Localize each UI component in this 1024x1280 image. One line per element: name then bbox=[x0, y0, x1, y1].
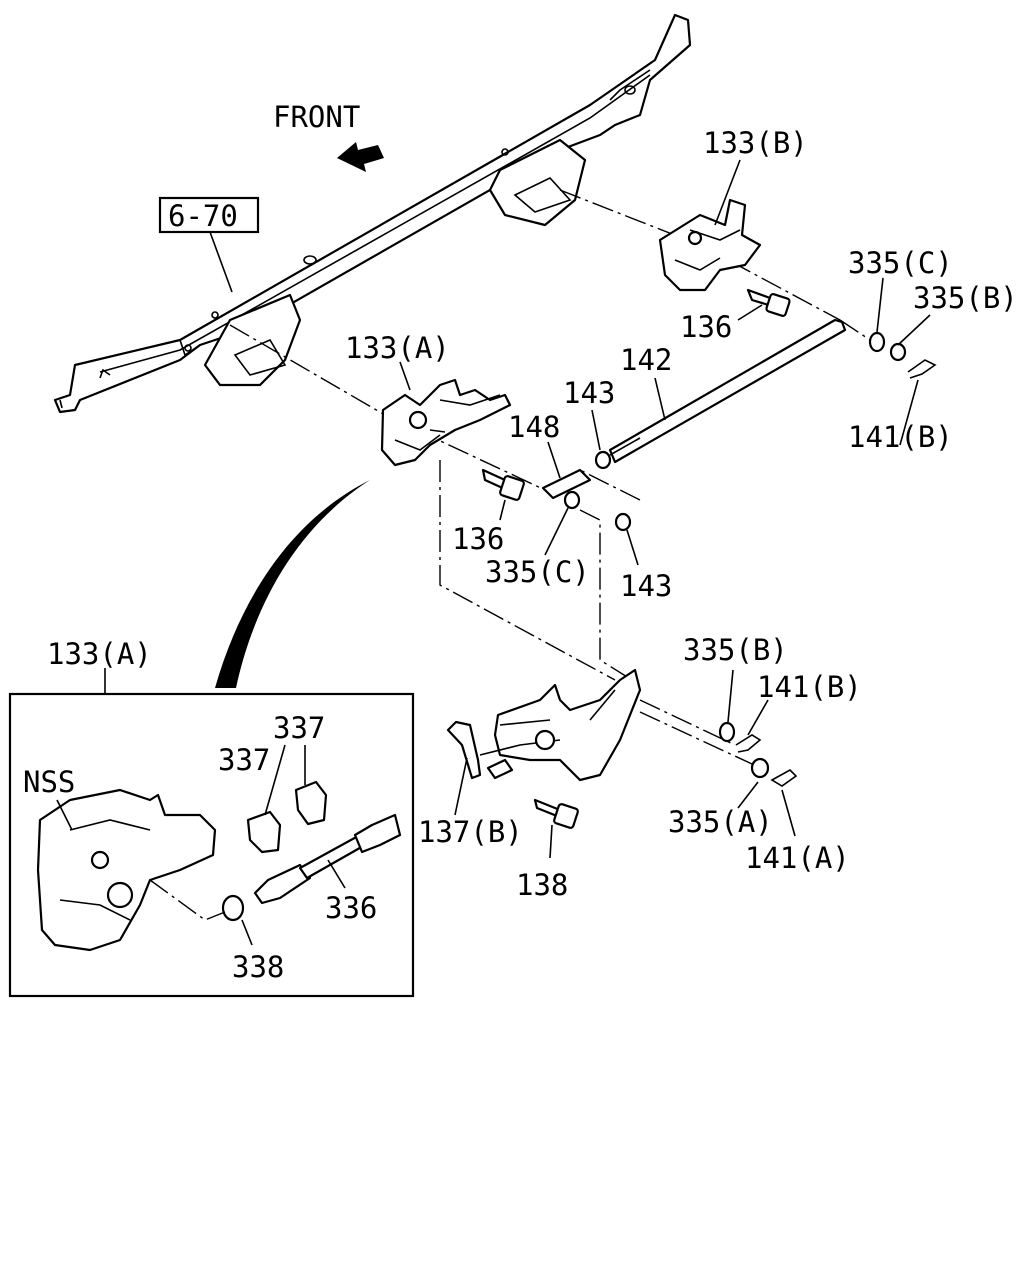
washer-335a bbox=[750, 757, 770, 779]
label-335a: 335(A) bbox=[668, 805, 773, 839]
bolt-136-top bbox=[746, 288, 791, 317]
label-133b: 133(B) bbox=[703, 126, 808, 160]
nut-143-b bbox=[614, 512, 632, 532]
detail-arrow bbox=[215, 480, 370, 688]
label-335b-top: 335(B) bbox=[913, 281, 1018, 315]
washer-338 bbox=[221, 894, 245, 922]
leader-lines bbox=[56, 159, 931, 946]
label-335c-mid: 335(C) bbox=[485, 555, 590, 589]
label-141b-low: 141(B) bbox=[757, 670, 862, 704]
sensor-336 bbox=[253, 813, 402, 905]
label-136-mid: 136 bbox=[452, 522, 504, 556]
washer-335c-mid bbox=[563, 490, 581, 510]
rod-142 bbox=[608, 318, 847, 464]
label-148: 148 bbox=[508, 410, 560, 444]
label-141b-top: 141(B) bbox=[848, 420, 953, 454]
label-143-a: 143 bbox=[563, 376, 615, 410]
label-143-b: 143 bbox=[620, 569, 672, 603]
label-337-b: 337 bbox=[218, 743, 270, 777]
pin-141b-low bbox=[735, 734, 762, 753]
washer-335b-low bbox=[718, 721, 736, 743]
bolt-136-mid bbox=[481, 468, 525, 501]
inset-bracket-133a bbox=[36, 788, 217, 952]
label-137b: 137(B) bbox=[418, 815, 523, 849]
label-138: 138 bbox=[516, 868, 568, 902]
front-label: FRONT bbox=[273, 100, 360, 134]
bracket-133b bbox=[658, 198, 762, 292]
front-arrow-icon bbox=[337, 142, 384, 172]
label-nss: NSS bbox=[23, 765, 75, 799]
label-133a-inset: 133(A) bbox=[47, 637, 152, 671]
part-labels: 133(B) 335(C) 335(B) 136 142 141(B) 133(… bbox=[23, 126, 1018, 984]
label-133a-main: 133(A) bbox=[345, 331, 450, 365]
pedal-assembly-137b bbox=[446, 668, 642, 782]
pin-141b-top bbox=[907, 359, 937, 379]
pin-141a bbox=[770, 769, 798, 787]
label-338: 338 bbox=[232, 950, 284, 984]
nut-143-a bbox=[594, 450, 612, 470]
washer-335c-top bbox=[868, 331, 886, 353]
bolt-138 bbox=[533, 798, 579, 829]
label-335b-low: 335(B) bbox=[683, 633, 788, 667]
label-141a: 141(A) bbox=[745, 841, 850, 875]
clip-337-a bbox=[246, 810, 282, 854]
label-136-top: 136 bbox=[680, 310, 732, 344]
plate-148 bbox=[541, 468, 592, 500]
label-335c-top: 335(C) bbox=[848, 246, 953, 280]
cross-member bbox=[53, 13, 692, 414]
label-142: 142 bbox=[620, 343, 672, 377]
reference-box-label: 6-70 bbox=[168, 199, 238, 233]
label-336: 336 bbox=[325, 891, 377, 925]
label-337-a: 337 bbox=[273, 711, 325, 745]
bracket-133a bbox=[380, 378, 512, 467]
washer-335b-top bbox=[889, 342, 907, 362]
clip-337-b bbox=[294, 780, 328, 826]
inset-box bbox=[8, 692, 415, 998]
reference-box bbox=[158, 196, 260, 234]
